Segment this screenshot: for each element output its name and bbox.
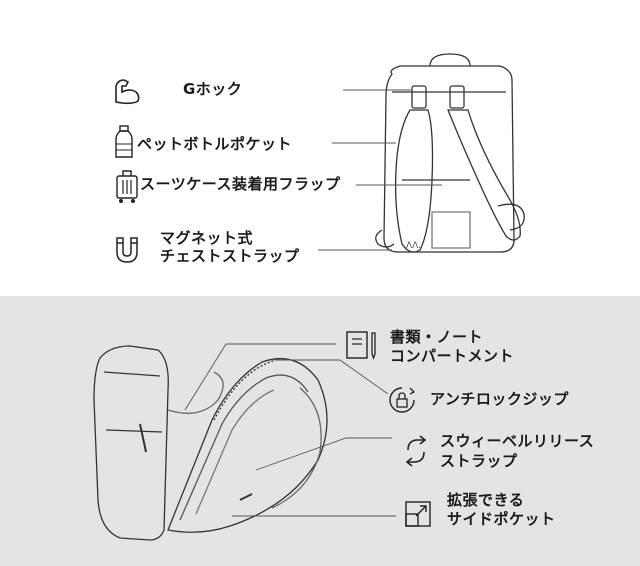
feature-label-swivel-line1: スウィーベルリリース [440,432,595,450]
feature-label-expand-line2: サイドポケット [447,510,556,528]
feature-label-swivel-line2: ストラップ [440,452,518,470]
padlock-icon [389,387,416,413]
feature-label-g-hook: Gホック [183,80,243,98]
feature-label-magnet-line1: マグネット式 [160,229,254,247]
feature-label-document-line2: コンパートメント [390,347,515,365]
arm-muscle-icon [115,79,140,105]
feature-label-bottle-pocket: ペットボトルポケット [137,135,293,153]
water-bottle-icon [115,125,133,158]
feature-label-expand-line1: 拡張できる [447,491,525,509]
feature-label-antilock-zip: アンチロックジップ [430,390,569,408]
suitcase-icon [116,170,138,203]
feature-label-document-line1: 書類・ノート [390,328,484,346]
expand-square-icon [405,501,431,527]
swivel-arrows-icon [405,435,427,467]
svg-text:ᐱᐱ.: ᐱᐱ. [406,240,421,250]
magnet-icon [116,237,138,263]
notebook-pen-icon [346,331,376,360]
feature-label-magnet-line2: チェストストラップ [160,247,300,265]
bottom-panel [0,296,640,566]
top-panel [0,0,640,296]
feature-label-suitcase-flap: スーツケース装着用フラップ [140,175,341,193]
